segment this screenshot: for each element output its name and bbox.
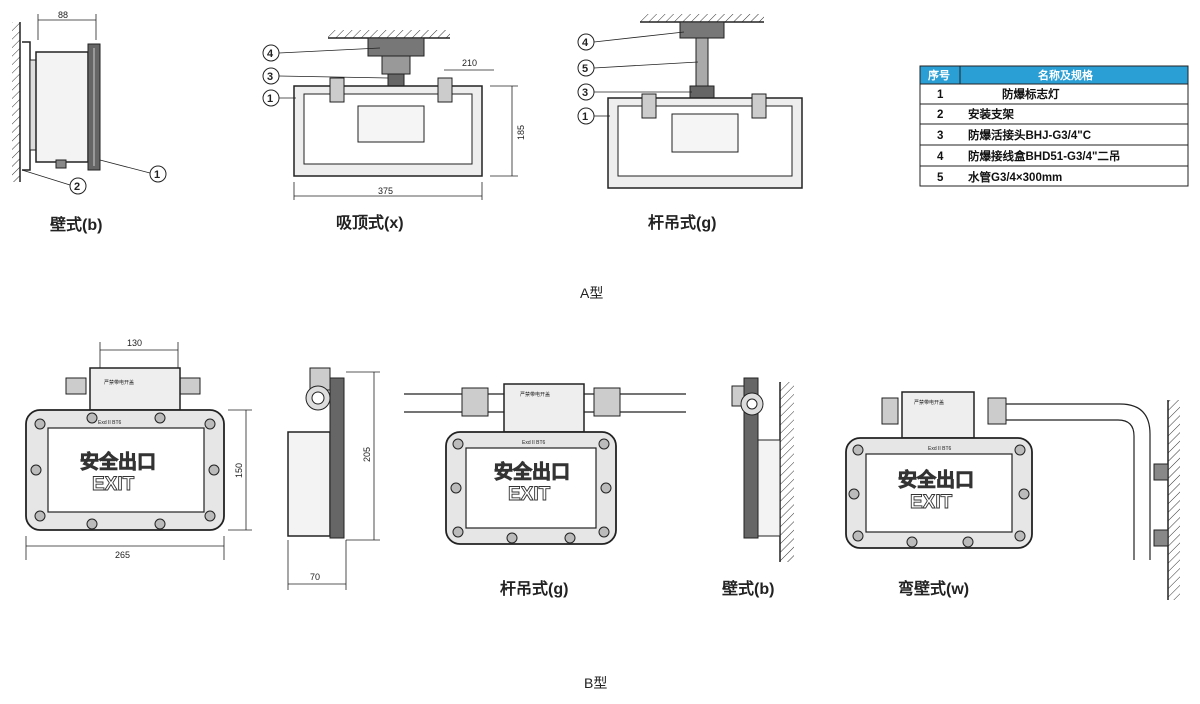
dim-a-ceil-width: 375 [378,186,393,196]
b-wall-mount-view: 壁式(b) [722,377,794,598]
sign-exit: EXIT [508,484,551,505]
b-bent-wall-mount-view: 严禁带电开盖 Exd II BT6 安全出口 EXIT 弯壁式(w) [845,391,1180,600]
dim-a-ceil-offset: 210 [462,58,477,68]
sign-chinese: 安全出口 [898,468,974,491]
dim-b-box-width: 130 [127,338,142,348]
table-row-2-no: 2 [937,109,943,121]
b-side-view: 205 70 [287,367,380,590]
balloon-4: 4 [582,37,589,49]
table-row-5-no: 5 [937,172,944,184]
table-row-1-no: 1 [937,89,944,101]
b-pole-mount-view: 严禁带电开盖 Exd II BT6 安全出口 EXIT 杆吊式(g) [404,383,686,598]
a-ceiling-mount-view: 375 185 210 4 3 1 吸顶式(x) [262,30,526,232]
caption-a-ceiling: 吸顶式(x) [336,213,404,232]
sign-exit: EXIT [910,492,953,513]
b-front-view: 130 严禁带电开盖 Exd II BT6 安全出口 EXIT 265 150 [25,338,252,560]
dim-a-wall-depth: 88 [58,10,68,20]
junction-box-label: 严禁带电开盖 [104,379,134,386]
a-wall-mount-view: 88 1 2 壁式(b) [12,10,167,234]
parts-table: 序号 名称及规格 1 防爆标志灯 2 安装支架 3 防爆活接头BHJ-G3/4"… [919,65,1189,187]
a-pole-mount-view: 4 5 3 1 杆吊式(g) [577,14,803,232]
sign-chinese: 安全出口 [80,450,156,473]
sign-chinese: 安全出口 [494,460,570,483]
label-type-b: B型 [584,675,607,691]
caption-b-pole: 杆吊式(g) [500,579,568,598]
table-row-3-name: 防爆活接头BHJ-G3/4"C [968,128,1091,142]
balloon-1: 1 [154,169,160,181]
caption-b-wall: 壁式(b) [722,579,774,598]
table-row-1-name: 防爆标志灯 [1002,87,1060,101]
junction-box-label: 严禁带电开盖 [520,391,550,398]
table-header-name: 名称及规格 [1038,68,1094,82]
balloon-3: 3 [582,87,588,99]
nameplate: Exd II BT6 [98,420,122,426]
dim-b-side-height: 205 [362,447,372,462]
dim-a-ceil-height: 185 [516,125,526,140]
caption-b-bent: 弯壁式(w) [898,579,969,598]
caption-a-wall: 壁式(b) [50,215,102,234]
table-row-2-name: 安装支架 [968,107,1014,121]
balloon-1: 1 [267,93,273,105]
dim-b-side-depth: 70 [310,572,320,582]
table-row-5-name: 水管G3/4×300mm [968,170,1062,184]
balloon-5: 5 [582,63,588,75]
table-header-no: 序号 [928,68,950,82]
table-row-4-name: 防爆接线盒BHD51-G3/4"二吊 [968,149,1120,163]
dim-b-lamp-height: 150 [234,463,244,478]
table-row-4-no: 4 [937,151,944,163]
nameplate: Exd II BT6 [928,446,952,452]
table-row-3-no: 3 [937,130,943,142]
caption-a-pole: 杆吊式(g) [648,213,716,232]
dim-b-lamp-width: 265 [115,550,130,560]
label-type-a: A型 [580,285,603,301]
sign-exit: EXIT [92,474,135,495]
junction-box-label: 严禁带电开盖 [914,399,944,406]
balloon-1: 1 [582,111,588,123]
balloon-2: 2 [74,181,80,193]
nameplate: Exd II BT6 [522,440,546,446]
balloon-4: 4 [267,48,274,60]
balloon-3: 3 [267,71,273,83]
